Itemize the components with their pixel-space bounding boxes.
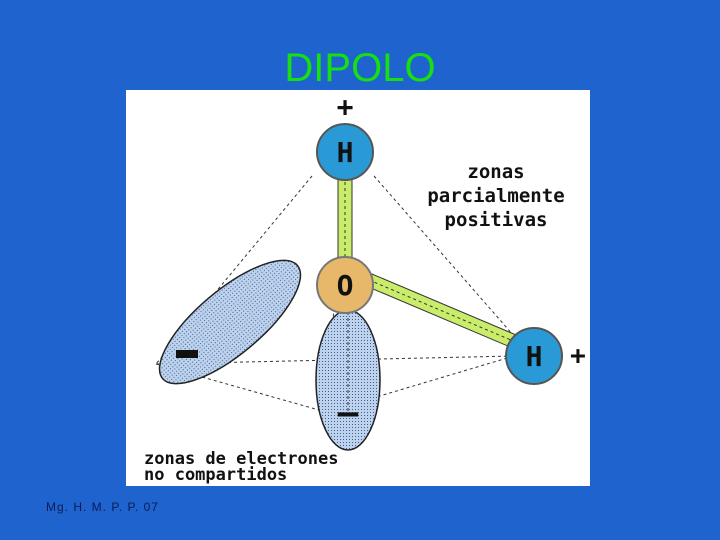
charge-minus-left-text: -	[126, 90, 127, 91]
hydrogen-right-label: H	[526, 340, 543, 373]
oxygen-label: O	[337, 269, 354, 302]
charge-plus-top: +	[337, 90, 354, 123]
slide-footer: Mg. H. M. P. P. 07	[46, 500, 159, 514]
charge-minus-left: -	[126, 90, 198, 358]
lone-pair-label-line1: zonas de electrones	[144, 449, 338, 469]
charge-plus-right: +	[570, 341, 586, 371]
hydrogen-atom-right	[505, 327, 563, 385]
positive-zone-label-line1: zonas	[467, 161, 524, 183]
lone-pair-label-line2: no compartidos	[144, 465, 287, 485]
bond-o-h-right	[365, 273, 529, 353]
lone-pair-lobe-left	[158, 259, 302, 385]
positive-zone-label-line3: positivas	[445, 209, 548, 231]
charge-minus-bottom: –	[338, 393, 359, 433]
hydrogen-atom-top	[316, 123, 374, 181]
water-dipole-diagram: H O H + + - – zonas parcialmente positiv…	[126, 90, 590, 486]
diagram-canvas: H O H + + - – zonas parcialmente positiv…	[126, 90, 586, 485]
hydrogen-top-label: H	[337, 136, 354, 169]
oxygen-atom	[316, 256, 374, 314]
positive-zone-label-line2: parcialmente	[427, 185, 564, 207]
slide-title: DIPOLO	[284, 46, 436, 90]
